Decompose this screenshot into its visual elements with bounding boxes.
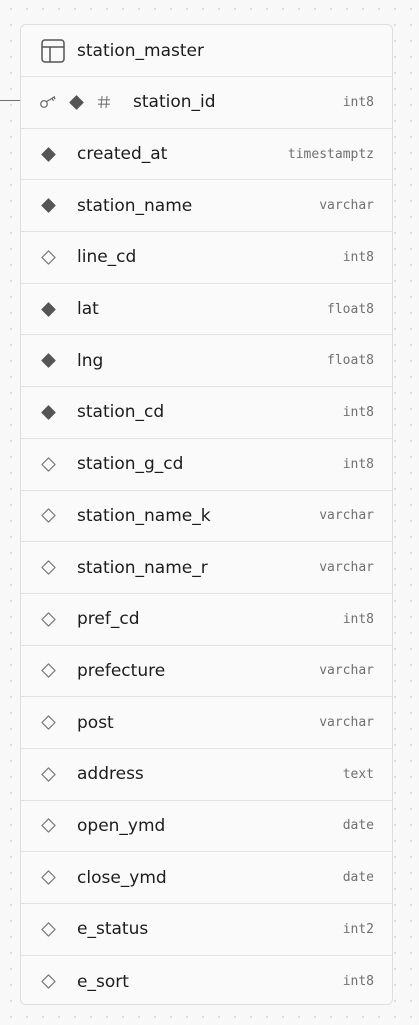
column-name: created_at [77,144,168,165]
column-name: lat [77,299,99,320]
column-name: prefecture [77,660,166,681]
filled-diamond-icon [41,405,56,420]
column-type: float8 [327,301,374,317]
column-name: e_status [77,919,149,940]
column-name: lng [77,350,104,371]
column-type: timestamptz [287,146,374,162]
column-type: varchar [319,663,374,679]
column-name: station_name [77,195,193,216]
hollow-diamond-icon [41,818,56,834]
column-row-lng[interactable]: lng float8 [21,335,392,388]
hollow-diamond-icon [41,974,56,989]
column-name: station_name_k [77,505,211,526]
column-name: open_ymd [77,815,166,836]
table-header[interactable]: station_master [21,25,392,77]
column-row-e-status[interactable]: e_status int2 [21,904,392,956]
filled-diamond-icon [41,146,56,162]
column-name: line_cd [77,247,137,268]
table-name: station_master [77,40,204,61]
column-row-e-sort[interactable]: e_sort int8 [21,956,392,1004]
column-row-close-ymd[interactable]: close_ymd date [21,852,392,904]
column-row-line-cd[interactable]: line_cd int8 [21,232,392,284]
column-row-address[interactable]: address text [21,749,392,801]
column-type: date [342,818,374,834]
column-row-station-name-k[interactable]: station_name_k varchar [21,491,392,543]
hollow-diamond-icon [41,456,56,472]
column-type: text [342,766,374,782]
column-row-prefecture[interactable]: prefecture varchar [21,646,392,698]
column-type: varchar [319,560,374,576]
filled-diamond-icon [41,301,56,317]
column-row-created-at[interactable]: created_at timestamptz [21,129,392,181]
column-row-station-name[interactable]: station_name varchar [21,180,392,233]
column-name: station_name_r [77,557,208,578]
column-type: date [342,870,374,886]
column-row-post[interactable]: post varchar [21,697,392,749]
filled-diamond-icon [41,198,56,213]
hollow-diamond-icon [41,250,56,265]
hollow-diamond-icon [41,767,56,782]
column-name: pref_cd [77,609,140,630]
key-icon [40,96,56,109]
column-row-station-cd[interactable]: station_cd int8 [21,387,392,439]
column-name: post [77,712,114,733]
hollow-diamond-icon [41,715,56,730]
hollow-diamond-icon [41,663,56,679]
column-row-station-name-r[interactable]: station_name_r varchar [21,542,392,594]
hollow-diamond-icon [41,922,56,937]
hollow-diamond-icon [41,560,56,575]
hollow-diamond-icon [41,612,56,627]
column-row-pref-cd[interactable]: pref_cd int8 [21,594,392,646]
hollow-diamond-icon [41,508,56,524]
column-type: float8 [327,353,374,369]
column-type: int8 [342,404,374,420]
column-row-station-g-cd[interactable]: station_g_cd int8 [21,439,392,491]
table-icon [41,38,65,63]
filled-diamond-icon [69,95,84,110]
hash-icon [98,96,110,109]
column-type: varchar [319,508,374,524]
column-name: e_sort [77,971,129,992]
column-type: int2 [342,921,374,937]
column-type: int8 [342,611,374,627]
filled-diamond-icon [41,353,56,368]
column-type: int8 [342,249,374,265]
column-type: varchar [319,198,374,214]
column-type: int8 [342,456,374,472]
column-name: close_ymd [77,867,167,888]
column-name: station_id [133,92,216,113]
column-list: station_id int8 created_at timestamptz stati… [21,77,392,1004]
column-row-station-id[interactable]: station_id int8 [21,77,392,129]
relationship-line [0,100,21,101]
column-name: station_g_cd [77,454,184,475]
column-type: varchar [319,715,374,731]
column-type: int8 [342,974,374,990]
column-name: station_cd [77,402,165,423]
column-name: address [77,764,144,785]
column-type: int8 [342,94,374,110]
column-row-open-ymd[interactable]: open_ymd date [21,801,392,853]
column-row-lat[interactable]: lat float8 [21,284,392,336]
hollow-diamond-icon [41,870,56,885]
